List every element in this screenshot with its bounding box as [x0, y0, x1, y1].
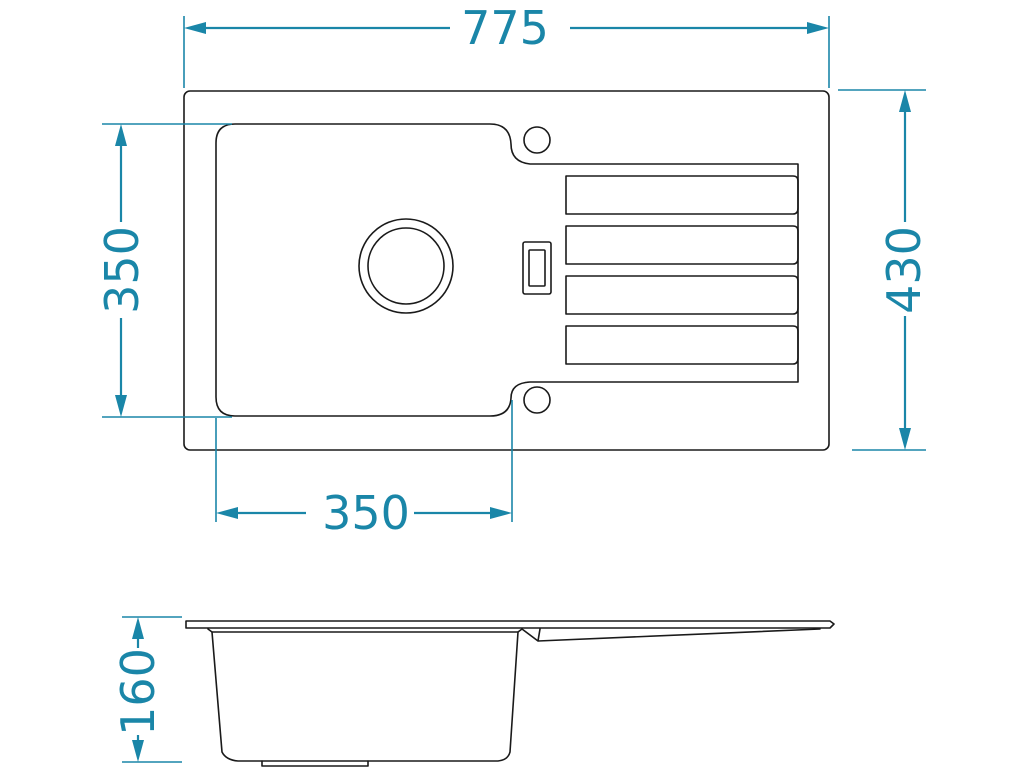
drainer-groove — [565, 225, 799, 265]
drainer-grooves — [565, 175, 799, 365]
top-view — [183, 90, 830, 451]
overflow-slot-icon — [522, 241, 552, 295]
side-view — [185, 620, 835, 767]
dimension-label: 350 — [95, 226, 149, 314]
side-rim — [185, 620, 835, 629]
side-bowl-profile — [207, 628, 523, 762]
dimension-label: 430 — [877, 226, 931, 314]
sink-outer-rim — [183, 90, 830, 451]
tap-hole-icon — [523, 126, 551, 154]
tap-hole-icon — [523, 386, 551, 414]
dimension-label: 350 — [322, 486, 410, 540]
dimension-bowl-height: 160 — [111, 616, 182, 763]
dimension-bowl-depth: 350 — [95, 123, 232, 418]
dimensions: 775 430 350 — [95, 1, 931, 763]
side-drain — [261, 760, 369, 767]
drain-icon — [358, 218, 454, 314]
dimension-label: 160 — [111, 648, 165, 736]
bowl-outline — [215, 123, 799, 417]
dimension-overall-depth: 430 — [838, 89, 931, 451]
drainer-groove — [565, 325, 799, 365]
drainer-groove — [565, 275, 799, 315]
side-drainer-slope — [521, 628, 821, 642]
dimension-label: 775 — [461, 1, 549, 55]
dimension-overall-width: 775 — [183, 1, 830, 88]
drainer-groove — [565, 175, 799, 215]
dimension-bowl-width: 350 — [215, 400, 513, 540]
